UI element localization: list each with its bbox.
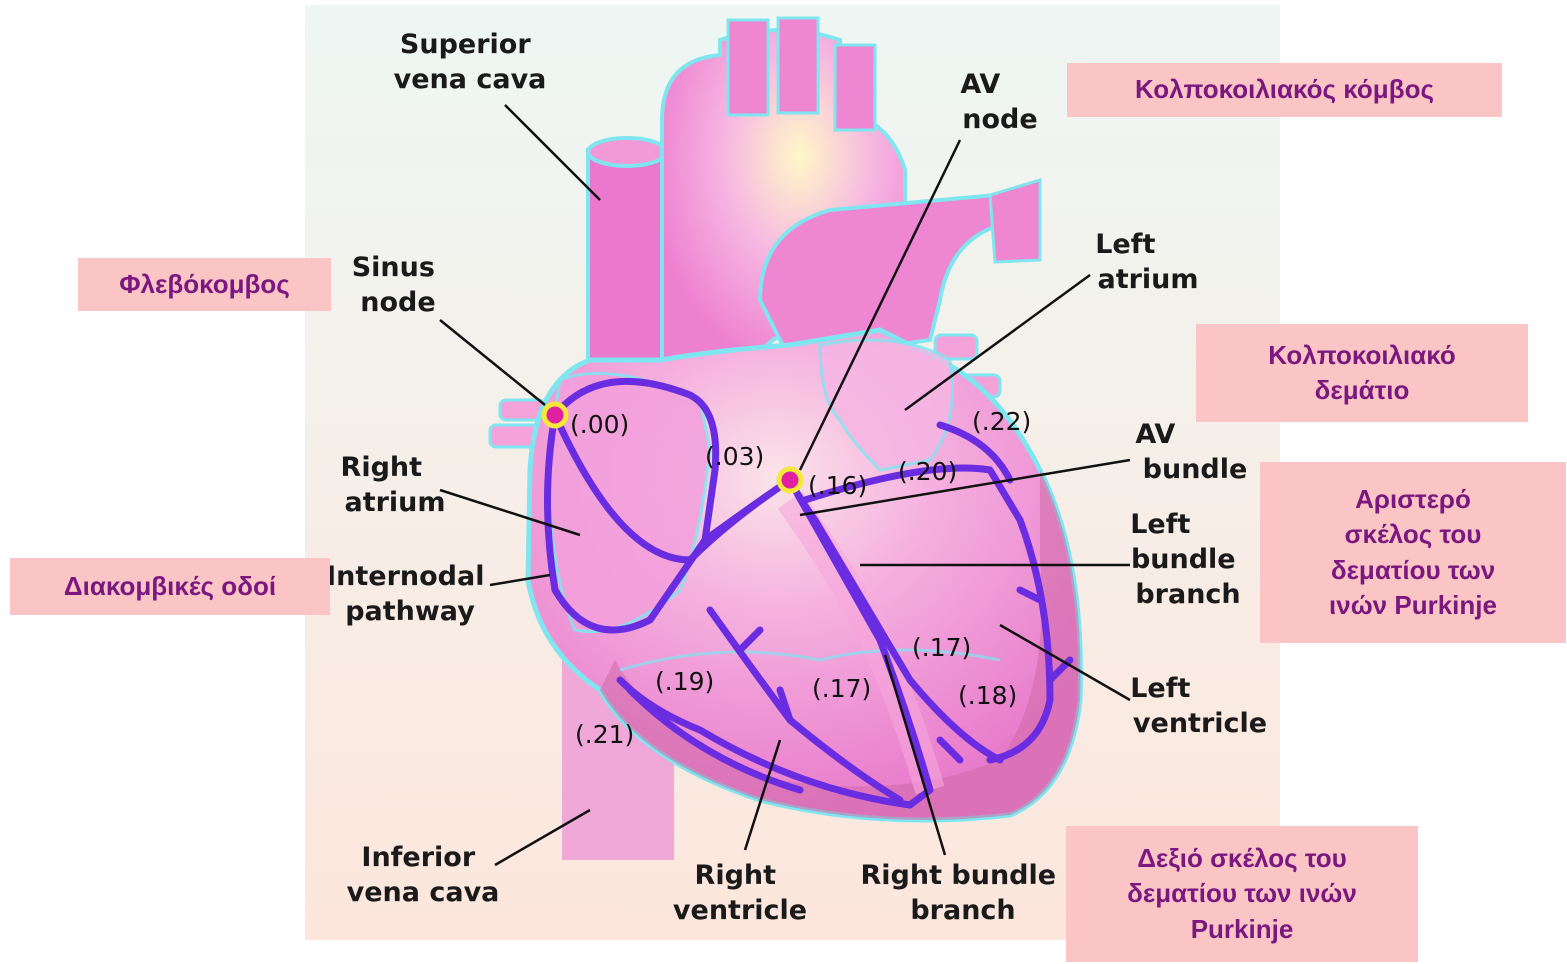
greek-av-bundle-line-2: δεμάτιο bbox=[1315, 373, 1410, 408]
greek-left-bundle-line-1: Αριστερό bbox=[1355, 482, 1471, 517]
greek-right-bundle-line-1: Δεξιό σκέλος του bbox=[1137, 841, 1347, 876]
greek-right-bundle-box: Δεξιό σκέλος του δεματίου των ινών Purki… bbox=[1066, 826, 1418, 962]
av-node-marker bbox=[779, 469, 801, 491]
greek-right-bundle-line-3: Purkinje bbox=[1191, 912, 1294, 947]
timing-right-ventricle: (.19) bbox=[655, 667, 714, 696]
timing-left-atrium-top: (.22) bbox=[972, 407, 1031, 436]
timing-left-branch: (.17) bbox=[912, 633, 971, 662]
timing-right-branch: (.17) bbox=[812, 674, 871, 703]
greek-left-bundle-box: Αριστερό σκέλος του δεματίου των ινών Pu… bbox=[1260, 462, 1566, 643]
timing-internodal: (.03) bbox=[705, 442, 764, 471]
greek-left-bundle-line-4: ινών Purkinje bbox=[1329, 588, 1497, 623]
greek-av-node-box: Κολποκοιλιακός κόμβος bbox=[1067, 63, 1502, 117]
greek-av-bundle-line-1: Κολποκοιλιακό bbox=[1268, 338, 1456, 373]
greek-left-bundle-line-3: δεματίου των bbox=[1331, 553, 1495, 588]
greek-internodal-box: Διακομβικές οδοί bbox=[10, 558, 330, 615]
timing-left-ventricle: (.18) bbox=[958, 681, 1017, 710]
superior-vena-cava-vessel bbox=[588, 150, 666, 390]
greek-left-bundle-line-2: σκέλος του bbox=[1345, 517, 1482, 552]
greek-av-bundle-box: Κολποκοιλιακό δεμάτιο bbox=[1196, 324, 1528, 422]
greek-av-node-text: Κολποκοιλιακός κόμβος bbox=[1135, 72, 1434, 107]
timing-sinus: (.00) bbox=[570, 410, 629, 439]
greek-sinus-node-box: Φλεβόκομβος bbox=[78, 258, 331, 311]
timing-left-atrium: (.20) bbox=[898, 457, 957, 486]
greek-sinus-node-text: Φλεβόκομβος bbox=[119, 267, 290, 302]
timing-inferior: (.21) bbox=[575, 720, 634, 749]
greek-internodal-text: Διακομβικές οδοί bbox=[64, 569, 276, 604]
greek-right-bundle-line-2: δεματίου των ινών bbox=[1127, 876, 1357, 911]
timing-av-node: (.16) bbox=[808, 471, 867, 500]
sinus-node-marker bbox=[544, 404, 566, 426]
